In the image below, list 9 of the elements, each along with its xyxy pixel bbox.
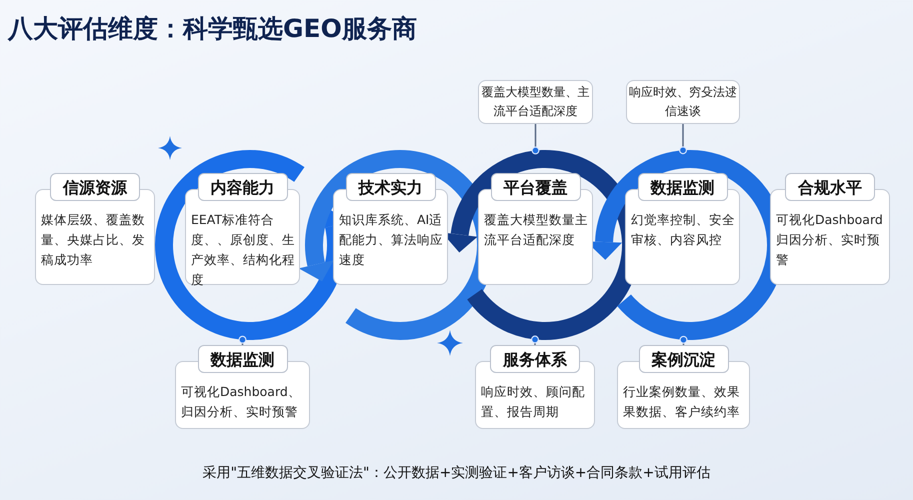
leader-line <box>679 124 687 154</box>
title: 八大评估维度：科学甄选GEO服务商 <box>8 13 417 45</box>
callout-box: 响应时效、穷殳法逑信速谈 <box>626 80 740 124</box>
leader-line <box>238 336 246 345</box>
leader-line <box>680 336 688 345</box>
callout-box: 覆盖大模型数量、主流平台适配深度 <box>478 80 593 124</box>
caption: 采用"五维数据交叉验证法"：公开数据+实测验证+客户访谈+合同条款+试用评估 <box>202 464 712 482</box>
leader-line <box>531 336 539 345</box>
leader-line <box>532 124 540 154</box>
